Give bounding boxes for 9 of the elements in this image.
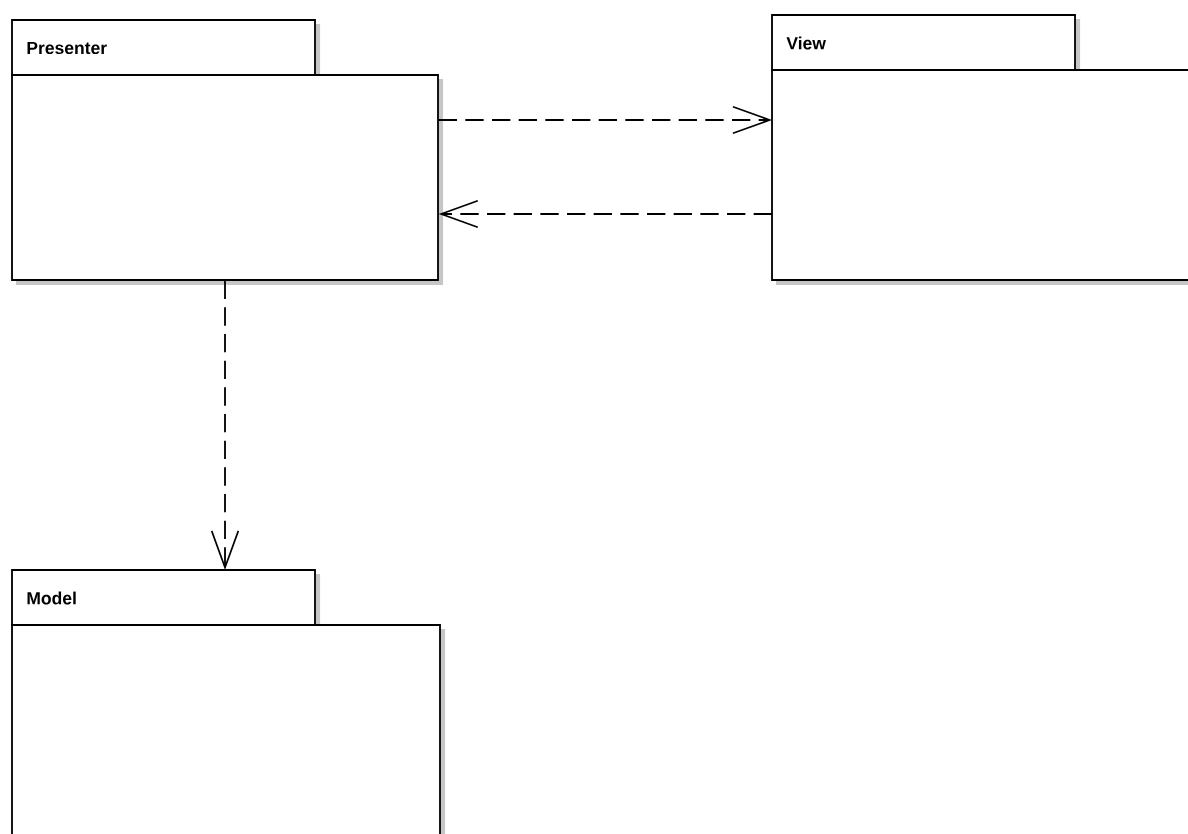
dependency-arrow	[438, 199, 773, 229]
package-box: Model	[11, 569, 446, 834]
dependency-arrow	[437, 105, 773, 135]
dependency-arrow	[210, 279, 240, 570]
package-box: Presenter	[11, 19, 444, 286]
node-label: Presenter	[27, 41, 107, 55]
node-label: Model	[27, 591, 76, 605]
package-box: View	[771, 14, 1188, 286]
node-label: View	[786, 36, 826, 50]
